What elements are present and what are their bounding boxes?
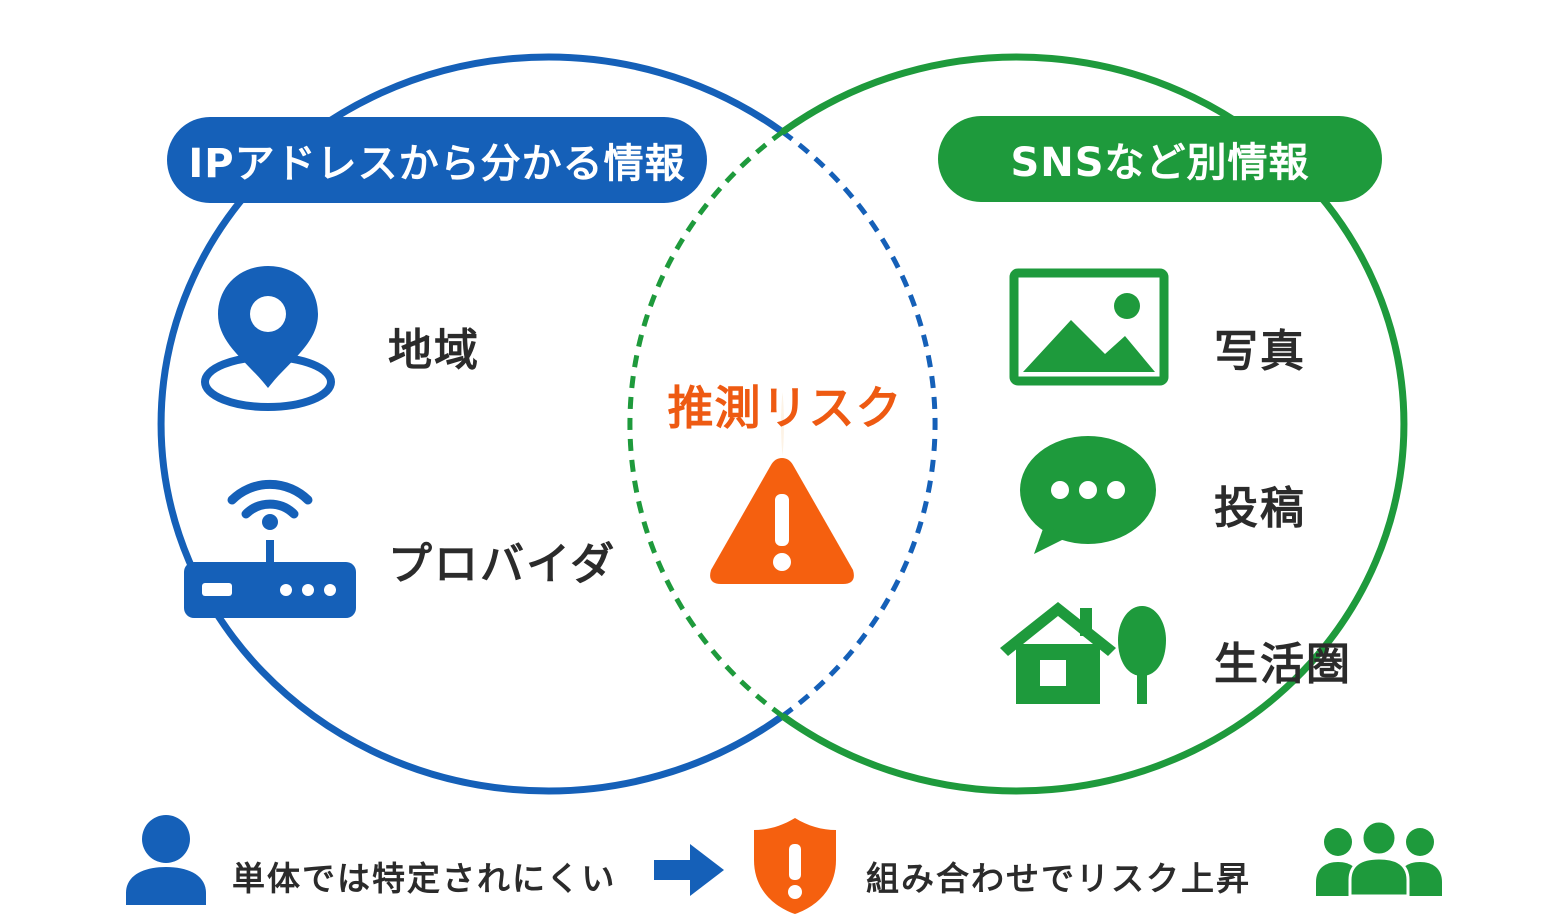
left-set-title: IPアドレスから分かる情報 (167, 117, 707, 203)
group-icon (1316, 819, 1442, 898)
person-icon (126, 815, 206, 905)
right-circle-outline (780, 53, 1408, 795)
right-item-living-area: 生活圏 (1214, 639, 1352, 690)
left-item-region: 地域 (388, 325, 480, 376)
chat-bubble-icon (1020, 436, 1156, 554)
image-icon (1009, 268, 1169, 386)
house-tree-icon (1000, 602, 1166, 704)
wifi-router-icon (184, 479, 356, 618)
location-pin-icon (201, 266, 335, 411)
right-circle-dashed (627, 129, 784, 719)
warning-triangle-icon (710, 458, 854, 584)
right-item-post: 投稿 (1214, 483, 1306, 534)
shield-alert-icon (754, 818, 836, 914)
right-item-photo: 写真 (1214, 326, 1306, 377)
left-item-provider: プロバイダ (388, 539, 617, 590)
arrow-right-icon (654, 844, 724, 896)
left-circle-dashed (781, 129, 938, 719)
right-set-title: SNSなど別情報 (938, 116, 1382, 202)
bottom-right-text: 組み合わせでリスク上昇 (866, 859, 1251, 898)
left-circle-outline (157, 53, 785, 795)
bottom-left-text: 単体では特定されにくい (232, 859, 617, 898)
intersection-label: 推測リスク (667, 381, 903, 435)
